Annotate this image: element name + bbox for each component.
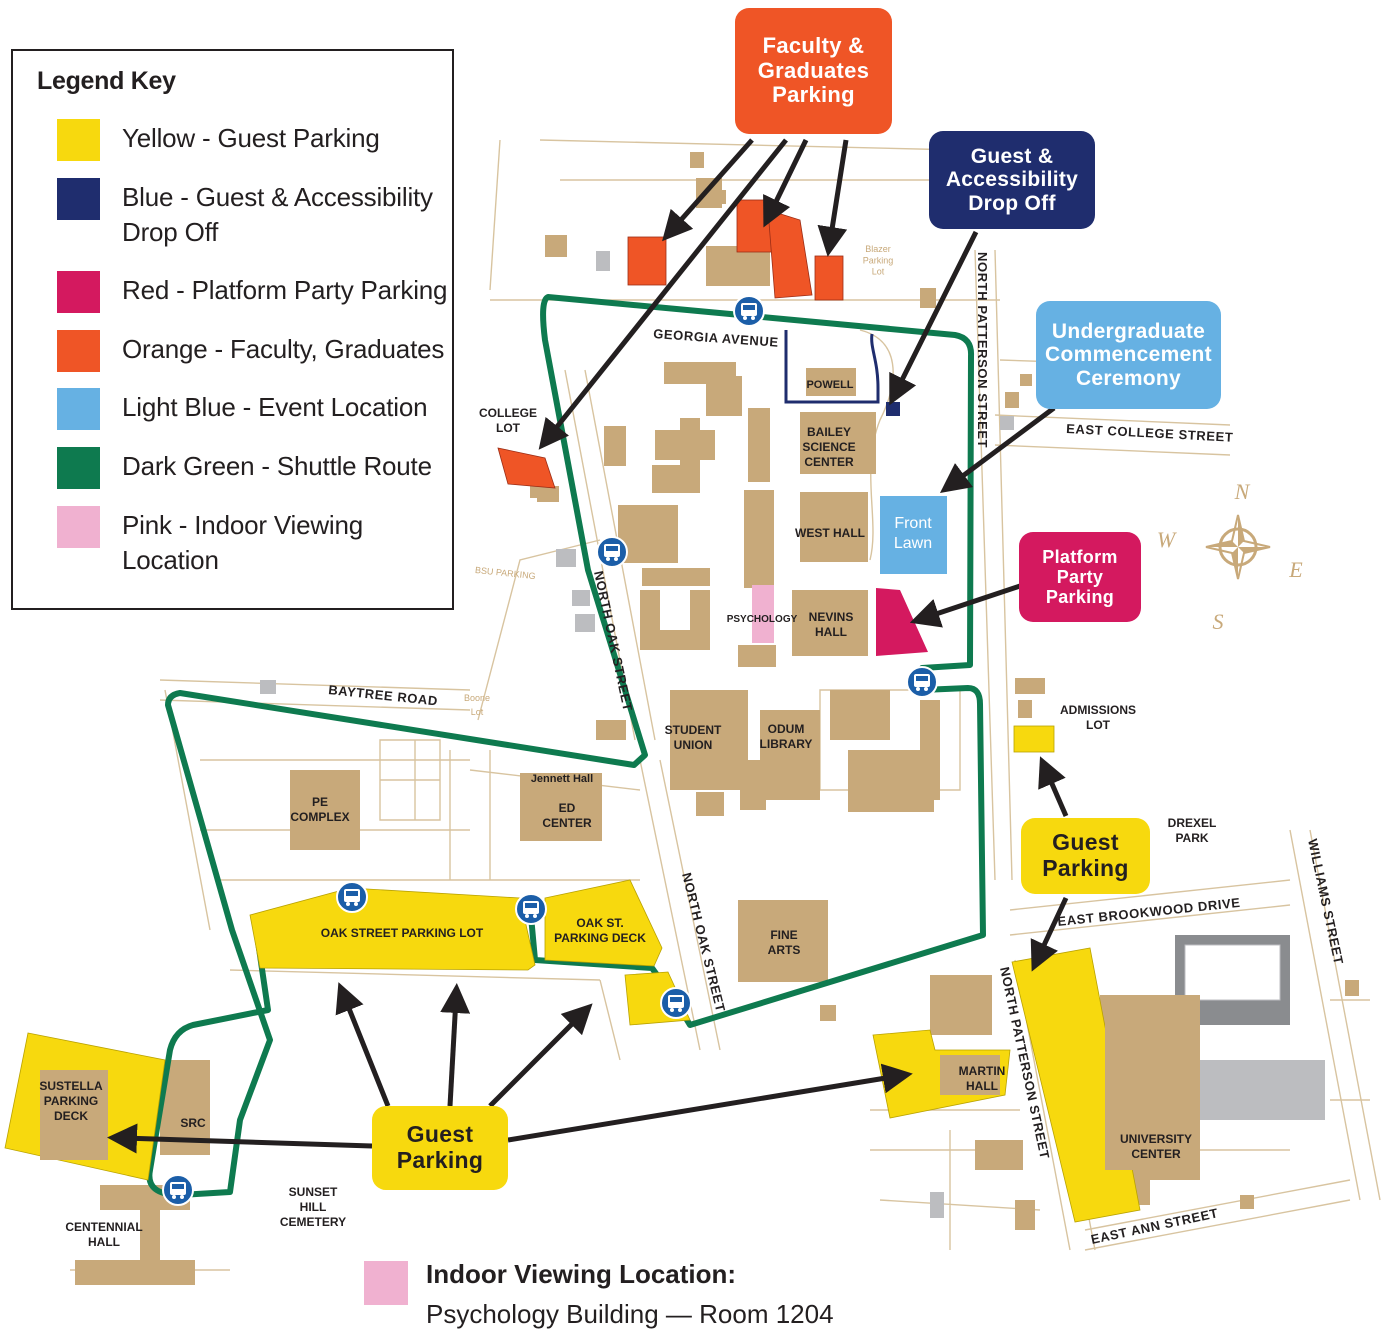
callout-platform-party: Platform Party Parking	[1019, 532, 1141, 622]
outlying-blocks	[260, 152, 1359, 1230]
legend-swatch-yellow	[57, 119, 100, 161]
label-psychology: PSYCHOLOGY	[727, 614, 798, 625]
legend-label: Orange - Faculty, Graduates	[122, 334, 445, 364]
callout-ceremony: Undergraduate Commencement Ceremony	[1036, 301, 1221, 409]
legend-label: Pink - Indoor Viewing Location	[122, 510, 364, 575]
legend-swatch-orange	[57, 330, 100, 372]
legend-item-event: Light Blue - Event Location	[57, 388, 462, 430]
powell-building	[806, 368, 856, 396]
legend-label: Blue - Guest & Accessibility Drop Off	[122, 182, 433, 247]
street-georgia-avenue: GEORGIA AVENUE	[653, 326, 779, 350]
indoor-title: Indoor Viewing Location:	[426, 1259, 737, 1289]
callout-guest-parking-right: Guest Parking	[1021, 818, 1150, 894]
accessibility-icon	[886, 402, 900, 416]
callout-faculty-parking: Faculty & Graduates Parking	[735, 8, 892, 134]
compass-south: S	[1213, 609, 1224, 634]
compass-west: W	[1157, 527, 1177, 552]
dropoff-loop	[784, 330, 880, 404]
callout-ceremony-text: Undergraduate Commencement Ceremony	[1045, 319, 1212, 390]
legend-label: Light Blue - Event Location	[122, 392, 428, 422]
legend-panel: Legend Key Yellow - Guest Parking Blue -…	[11, 49, 454, 610]
label-jennett: Jennett Hall	[531, 773, 593, 785]
callout-platform-text: Platform Party Parking	[1042, 546, 1118, 608]
legend-item-faculty: Orange - Faculty, Graduates	[57, 330, 462, 372]
street-east-brookwood: EAST BROOKWOOD DRIVE	[1057, 895, 1241, 929]
legend-swatch-pink	[57, 506, 100, 548]
legend-item-shuttle: Dark Green - Shuttle Route	[57, 447, 462, 489]
label-oak-deck: OAK ST.PARKING DECK	[554, 916, 646, 945]
callout-guest-parking-bottom: Guest Parking	[372, 1106, 508, 1190]
label-bsu-parking: BSU PARKING	[475, 565, 537, 581]
label-oak-lot: OAK STREET PARKING LOT	[321, 926, 484, 940]
legend-title: Legend Key	[37, 67, 176, 95]
legend-label: Red - Platform Party Parking	[122, 275, 448, 305]
callout-guest-bottom-text: Guest Parking	[396, 1121, 484, 1173]
platform-party-lot	[876, 588, 928, 656]
bus-stops	[162, 295, 938, 1206]
street-williams: WILLIAMS STREET	[1305, 838, 1346, 966]
compass-north: N	[1234, 479, 1251, 504]
legend-swatch-lightblue	[57, 388, 100, 430]
legend-item-indoor: Pink - Indoor Viewing Location	[57, 506, 462, 578]
compass-rose: N S E W	[1157, 479, 1303, 634]
label-src: SRC	[180, 1116, 206, 1130]
legend-swatch-red	[57, 271, 100, 313]
front-lawn-area	[880, 496, 947, 574]
indoor-swatch-pink	[364, 1261, 408, 1305]
callout-faculty-text: Faculty & Graduates Parking	[757, 33, 870, 108]
legend-label: Yellow - Guest Parking	[122, 123, 380, 153]
callout-arrows	[107, 138, 1069, 1154]
label-west-hall: WEST HALL	[795, 526, 865, 540]
legend-item-guest: Yellow - Guest Parking	[57, 119, 462, 161]
indoor-detail: Psychology Building — Room 1204	[426, 1299, 834, 1329]
street-baytree: BAYTREE ROAD	[328, 682, 439, 708]
deck-buildings	[40, 1000, 1195, 1170]
callout-guest-right-text: Guest Parking	[1042, 829, 1129, 881]
callout-dropoff-text: Guest & Accessibility Drop Off	[945, 144, 1079, 215]
street-north-patterson-top: NORTH PATTERSON STREET	[975, 252, 990, 448]
psychology-building	[752, 585, 774, 643]
compass-east: E	[1288, 557, 1303, 582]
legend-swatch-green	[57, 447, 100, 489]
legend-swatch-blue	[57, 178, 100, 220]
callout-dropoff: Guest & Accessibility Drop Off	[929, 131, 1095, 229]
street-north-oak-upper: NORTH OAK STREET	[591, 570, 635, 713]
legend-label: Dark Green - Shuttle Route	[122, 451, 432, 481]
label-powell: POWELL	[806, 379, 853, 391]
legend-item-platform: Red - Platform Party Parking	[57, 271, 462, 313]
legend-item-dropoff: Blue - Guest & Accessibility Drop Off	[57, 178, 462, 250]
